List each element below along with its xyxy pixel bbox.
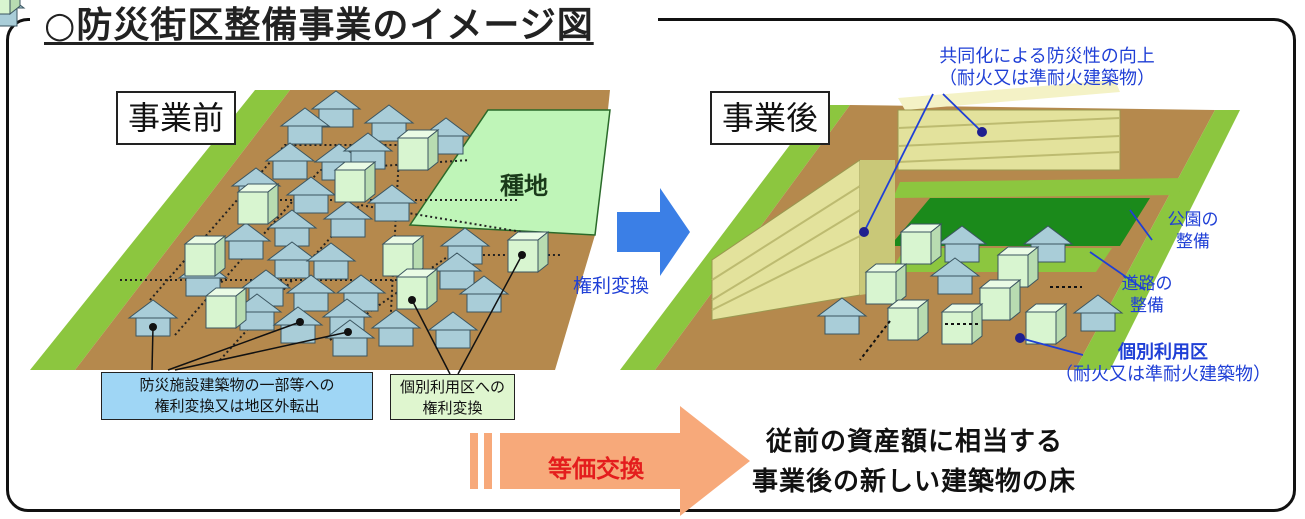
individual-label: 個別利用区 （耐火又は準耐火建築物） <box>1028 342 1298 386</box>
building-long <box>711 159 895 321</box>
road-label: 道路の 整備 <box>1112 273 1182 317</box>
after-label: 事業後 <box>710 91 831 145</box>
note-right-line-1: 個別利用区への <box>399 378 505 396</box>
before-house-cluster <box>0 0 549 357</box>
individual-subtitle: （耐火又は準耐火建築物） <box>1055 364 1271 385</box>
after-greenbelt-left <box>620 105 850 370</box>
before-greenbelt <box>30 90 290 370</box>
equal-exchange-arrow <box>470 406 750 516</box>
park-label: 公園の 整備 <box>1158 209 1228 253</box>
rights-conversion-label: 権利変換 <box>573 275 650 297</box>
after-scene <box>620 80 1240 370</box>
equal-exchange-label: 等価交換 <box>548 455 644 483</box>
park-label-line-2: 整備 <box>1176 232 1210 252</box>
before-scene <box>0 0 611 375</box>
joint-label: 共同化による防災性の向上 （耐火又は準耐火建築物） <box>897 46 1197 90</box>
before-label: 事業前 <box>116 91 237 145</box>
result-text: 従前の資産額に相当する 事業後の新しい建築物の床 <box>752 422 1076 502</box>
joint-title: 共同化による防災性の向上 <box>939 46 1155 67</box>
note-right-line-2: 権利変換 <box>422 399 483 417</box>
title-background <box>30 0 658 40</box>
note-right: 個別利用区への 権利変換 <box>390 374 515 420</box>
before-leader-lines <box>151 254 523 375</box>
park-label-line-1: 公園の <box>1167 210 1219 230</box>
note-left-line-2: 権利変換又は地区外転出 <box>154 397 320 415</box>
result-line-1: 従前の資産額に相当する <box>766 427 1064 457</box>
after-leader-lines <box>863 93 1153 356</box>
note-left: 防災施設建築物の一部等への 権利変換又は地区外転出 <box>101 372 373 420</box>
road-label-line-1: 道路の <box>1121 274 1173 294</box>
result-line-2: 事業後の新しい建築物の床 <box>752 467 1077 497</box>
before-leader-dots <box>149 251 526 336</box>
diagram-title: ○防災街区整備事業のイメージ図 <box>44 5 594 46</box>
seed-land-label: 種地 <box>500 172 548 200</box>
note-left-line-1: 防災施設建築物の一部等への <box>139 376 335 394</box>
road-label-line-2: 整備 <box>1130 296 1164 316</box>
individual-title: 個別利用区 <box>1118 342 1208 363</box>
after-leader-dots <box>859 127 1025 343</box>
joint-subtitle: （耐火又は準耐火建築物） <box>939 68 1155 89</box>
road-upper <box>893 178 1185 198</box>
after-dashed-lines <box>859 286 1082 361</box>
after-greenbelt-right <box>1075 110 1240 370</box>
building-upper <box>897 80 1121 171</box>
transition-arrow <box>617 188 690 276</box>
